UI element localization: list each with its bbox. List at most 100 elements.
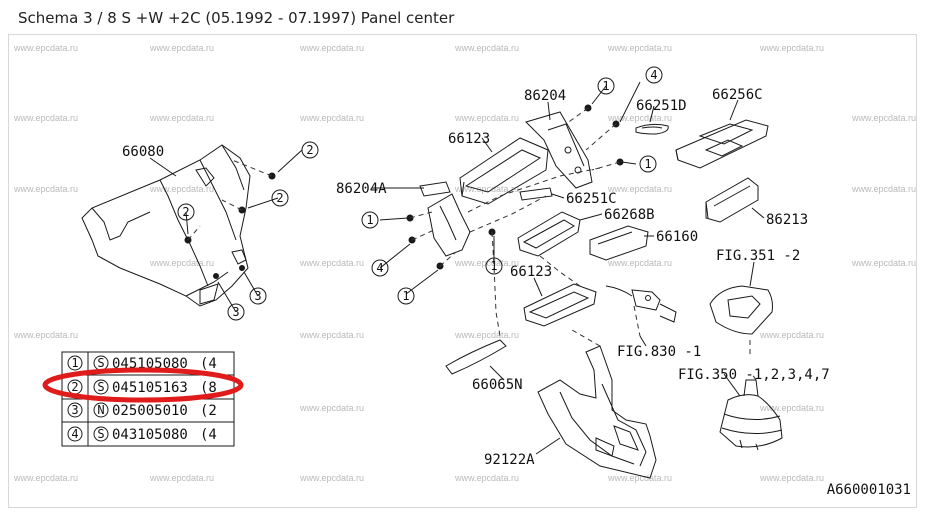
part-label-66080: 66080 — [122, 144, 165, 160]
watermark: www.epcdata.ru — [852, 113, 917, 123]
part-label-66160: 66160 — [656, 229, 699, 245]
part-66080-drawing — [81, 144, 251, 307]
watermark: www.epcdata.ru — [608, 473, 673, 483]
part-92122A-drawing — [537, 345, 657, 479]
table-row-part: 043105080 — [112, 427, 188, 443]
watermark: www.epcdata.ru — [150, 43, 215, 53]
table-row-type: N — [97, 403, 104, 417]
part-66123-upper-drawing — [459, 137, 549, 205]
watermark: www.epcdata.ru — [150, 184, 215, 194]
table-row-part: 045105163 — [112, 380, 188, 396]
part-fig350-drawing — [719, 379, 783, 451]
part-label-86213: 86213 — [766, 212, 809, 228]
part-label-86204: 86204 — [524, 88, 567, 104]
table-row-type: S — [97, 427, 104, 441]
table-row-num: 3 — [71, 403, 78, 417]
watermark: www.epcdata.ru — [852, 258, 917, 268]
watermark: www.epcdata.ru — [300, 43, 365, 53]
clip-icon — [239, 265, 245, 271]
watermark: www.epcdata.ru — [455, 330, 520, 340]
part-label-66256C: 66256C — [712, 87, 763, 103]
part-label-66123: 66123 — [448, 131, 491, 147]
watermark: www.epcdata.ru — [455, 473, 520, 483]
part-66065N-drawing — [445, 339, 507, 375]
part-66268B-drawing — [517, 211, 581, 257]
watermark: www.epcdata.ru — [14, 184, 79, 194]
callout-1: 1 — [402, 289, 409, 303]
part-fig830-drawing — [605, 285, 677, 323]
callout-1: 1 — [602, 79, 609, 93]
part-66123-lower-drawing — [523, 283, 597, 327]
watermark: www.epcdata.ru — [300, 330, 365, 340]
watermark: www.epcdata.ru — [455, 184, 520, 194]
watermark: www.epcdata.ru — [760, 403, 825, 413]
watermark: www.epcdata.ru — [14, 113, 79, 123]
part-label-fig350: FIG.350 -1,2,3,4,7 — [678, 367, 830, 383]
table-row-num: 2 — [71, 380, 78, 394]
clip-icon — [213, 273, 219, 279]
part-label-66065N: 66065N — [472, 377, 523, 393]
watermark: www.epcdata.ru — [300, 403, 365, 413]
part-label-fig830: FIG.830 -1 — [617, 344, 702, 360]
page-title: Schema 3 / 8 S +W +2C (05.1992 - 07.1997… — [18, 9, 455, 27]
part-label-66123: 66123 — [510, 264, 553, 280]
table-row-type: S — [97, 356, 104, 370]
part-label-66251D: 66251D — [636, 98, 687, 114]
watermark: www.epcdata.ru — [455, 43, 520, 53]
watermark: www.epcdata.ru — [300, 473, 365, 483]
part-label-92122A: 92122A — [484, 452, 535, 468]
part-label-86204A: 86204A — [336, 181, 387, 197]
watermark: www.epcdata.ru — [150, 473, 215, 483]
watermark: www.epcdata.ru — [608, 258, 673, 268]
callout-4: 4 — [376, 261, 383, 275]
part-label-66268B: 66268B — [604, 207, 655, 223]
table-row-qty: (8 — [200, 380, 217, 396]
watermark: www.epcdata.ru — [300, 113, 365, 123]
watermark: www.epcdata.ru — [608, 113, 673, 123]
watermark: www.epcdata.ru — [300, 258, 365, 268]
table-row-num: 1 — [71, 356, 78, 370]
watermark: www.epcdata.ru — [608, 184, 673, 194]
part-66251C-drawing — [519, 187, 553, 201]
part-86213-drawing — [705, 177, 759, 223]
callout-2: 2 — [306, 143, 313, 157]
highlight-ellipse — [42, 367, 244, 403]
part-label-66251C: 66251C — [566, 191, 617, 207]
watermark: www.epcdata.ru — [455, 113, 520, 123]
support-frame-drawing — [419, 181, 471, 257]
watermark: www.epcdata.ru — [14, 43, 79, 53]
table-row-qty: (4 — [200, 356, 217, 372]
watermark: www.epcdata.ru — [608, 43, 673, 53]
table-row-type: S — [97, 380, 104, 394]
watermark: www.epcdata.ru — [760, 43, 825, 53]
drawing-code: A660001031 — [826, 482, 911, 498]
part-fig351-drawing — [709, 285, 773, 335]
watermark: www.epcdata.ru — [14, 330, 79, 340]
part-label-fig351: FIG.351 -2 — [716, 248, 801, 264]
part-66256C-drawing — [675, 119, 769, 169]
table-row-part: 025005010 — [112, 403, 188, 419]
callout-2: 2 — [182, 205, 189, 219]
table-row-qty: (4 — [200, 427, 217, 443]
watermark: www.epcdata.ru — [852, 184, 917, 194]
part-66251D-drawing — [635, 123, 669, 135]
callout-1: 1 — [644, 157, 651, 171]
watermark: www.epcdata.ru — [760, 330, 825, 340]
callout-circles — [177, 66, 663, 321]
diagram-frame — [8, 34, 917, 508]
part-66160-drawing — [589, 225, 649, 261]
table-row-qty: (2 — [200, 403, 217, 419]
watermark: www.epcdata.ru — [150, 113, 215, 123]
callout-1: 1 — [366, 213, 373, 227]
watermark: www.epcdata.ru — [760, 473, 825, 483]
callout-4: 4 — [650, 68, 657, 82]
callout-3: 3 — [254, 289, 261, 303]
callout-1: 1 — [490, 259, 497, 273]
part-86204-drawing — [525, 111, 593, 189]
watermark: www.epcdata.ru — [14, 473, 79, 483]
callout-2: 2 — [276, 191, 283, 205]
table-row-num: 4 — [71, 427, 78, 441]
callout-3: 3 — [232, 305, 239, 319]
watermark: www.epcdata.ru — [150, 258, 215, 268]
